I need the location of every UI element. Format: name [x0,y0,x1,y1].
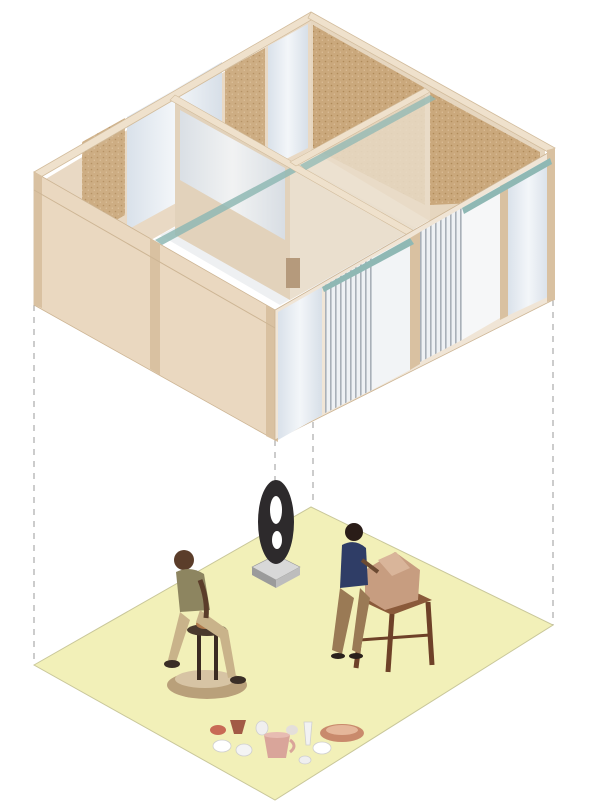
floor-plane [34,507,553,800]
pavilion-frame [34,12,555,442]
translucent-front-a [278,287,322,440]
corner-post-right [547,148,555,302]
fluted-glass-a [325,258,372,413]
abstract-sculpture-on-plinth [252,480,300,588]
post-mid-left [150,238,160,375]
partition-doorway [286,258,300,288]
fluted-glass-b [420,208,462,362]
translucent-back-mid [268,24,308,168]
post-right [500,182,508,320]
post-mid-right [410,232,420,370]
